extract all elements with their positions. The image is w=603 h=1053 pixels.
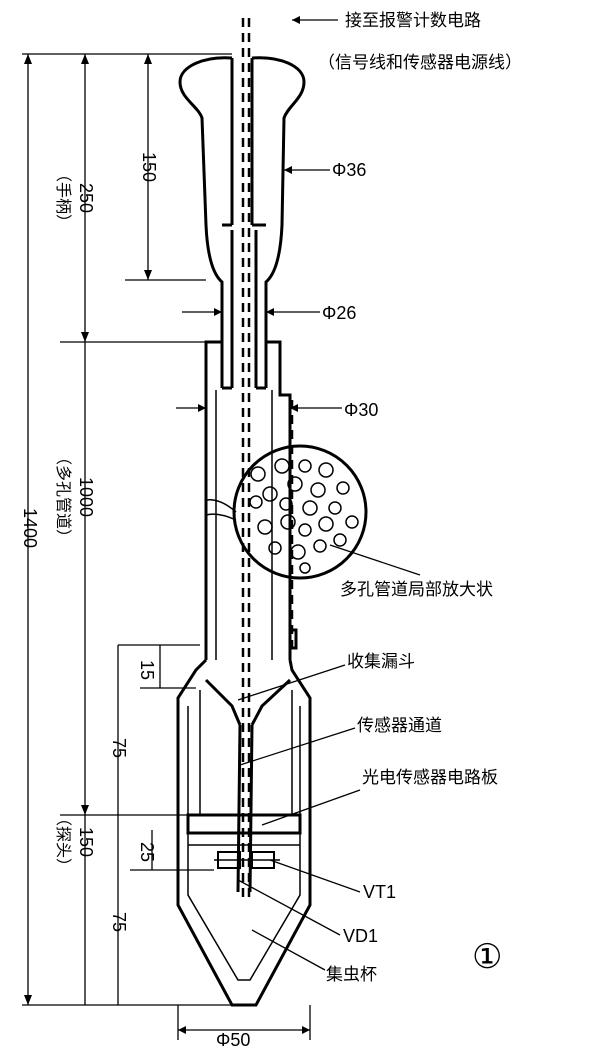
- dim-tube-cn: （多孔管道）: [54, 449, 73, 545]
- sensor-channel-label: 传感器通道: [357, 716, 442, 736]
- dim-probe-cn: （探头）: [54, 810, 73, 874]
- dim-75b: 75: [109, 912, 129, 932]
- collar: [220, 230, 268, 390]
- dim-15: 15: [137, 660, 157, 680]
- diameter-callouts: Φ36 Φ26 Φ30 Φ50: [176, 160, 378, 1050]
- dim-probe: 150: [76, 827, 96, 857]
- leader-lines: [237, 544, 421, 971]
- dim-handle-inner: 150: [139, 152, 159, 182]
- dim-total: 1400: [20, 508, 40, 548]
- wire-type-label: （信号线和传感器电源线）: [318, 53, 522, 73]
- phi30-label: Φ30: [344, 400, 378, 420]
- dimension-lines: [22, 53, 232, 1006]
- dim-handle-cn: （手柄）: [54, 166, 73, 230]
- dim-75a: 75: [109, 738, 129, 758]
- phi36-label: Φ36: [332, 160, 366, 180]
- dim-handle: 250: [76, 183, 96, 213]
- porous-zoom-label: 多孔管道局部放大状: [340, 580, 493, 600]
- cup-label: 集虫杯: [326, 965, 377, 985]
- dim-25: 25: [137, 842, 157, 862]
- figure-number: ①: [472, 937, 502, 977]
- dim-tube: 1000: [76, 477, 96, 517]
- vd1-label: VD1: [343, 926, 378, 946]
- phi50-label: Φ50: [216, 1030, 250, 1050]
- pcb-label: 光电传感器电路板: [362, 768, 498, 788]
- vt1-label: VT1: [363, 882, 396, 902]
- phi26-label: Φ26: [322, 303, 356, 323]
- probe-head: [176, 658, 312, 1007]
- handle: [178, 56, 306, 300]
- porous-zoom-circle: [205, 444, 368, 580]
- wire-destination-label: 接至报警计数电路: [345, 11, 481, 31]
- dimension-labels: 1400 250 （手柄） 150 1000 （多孔管道） 150 （探头） 1…: [20, 152, 159, 932]
- funnel-label: 收集漏斗: [347, 652, 415, 672]
